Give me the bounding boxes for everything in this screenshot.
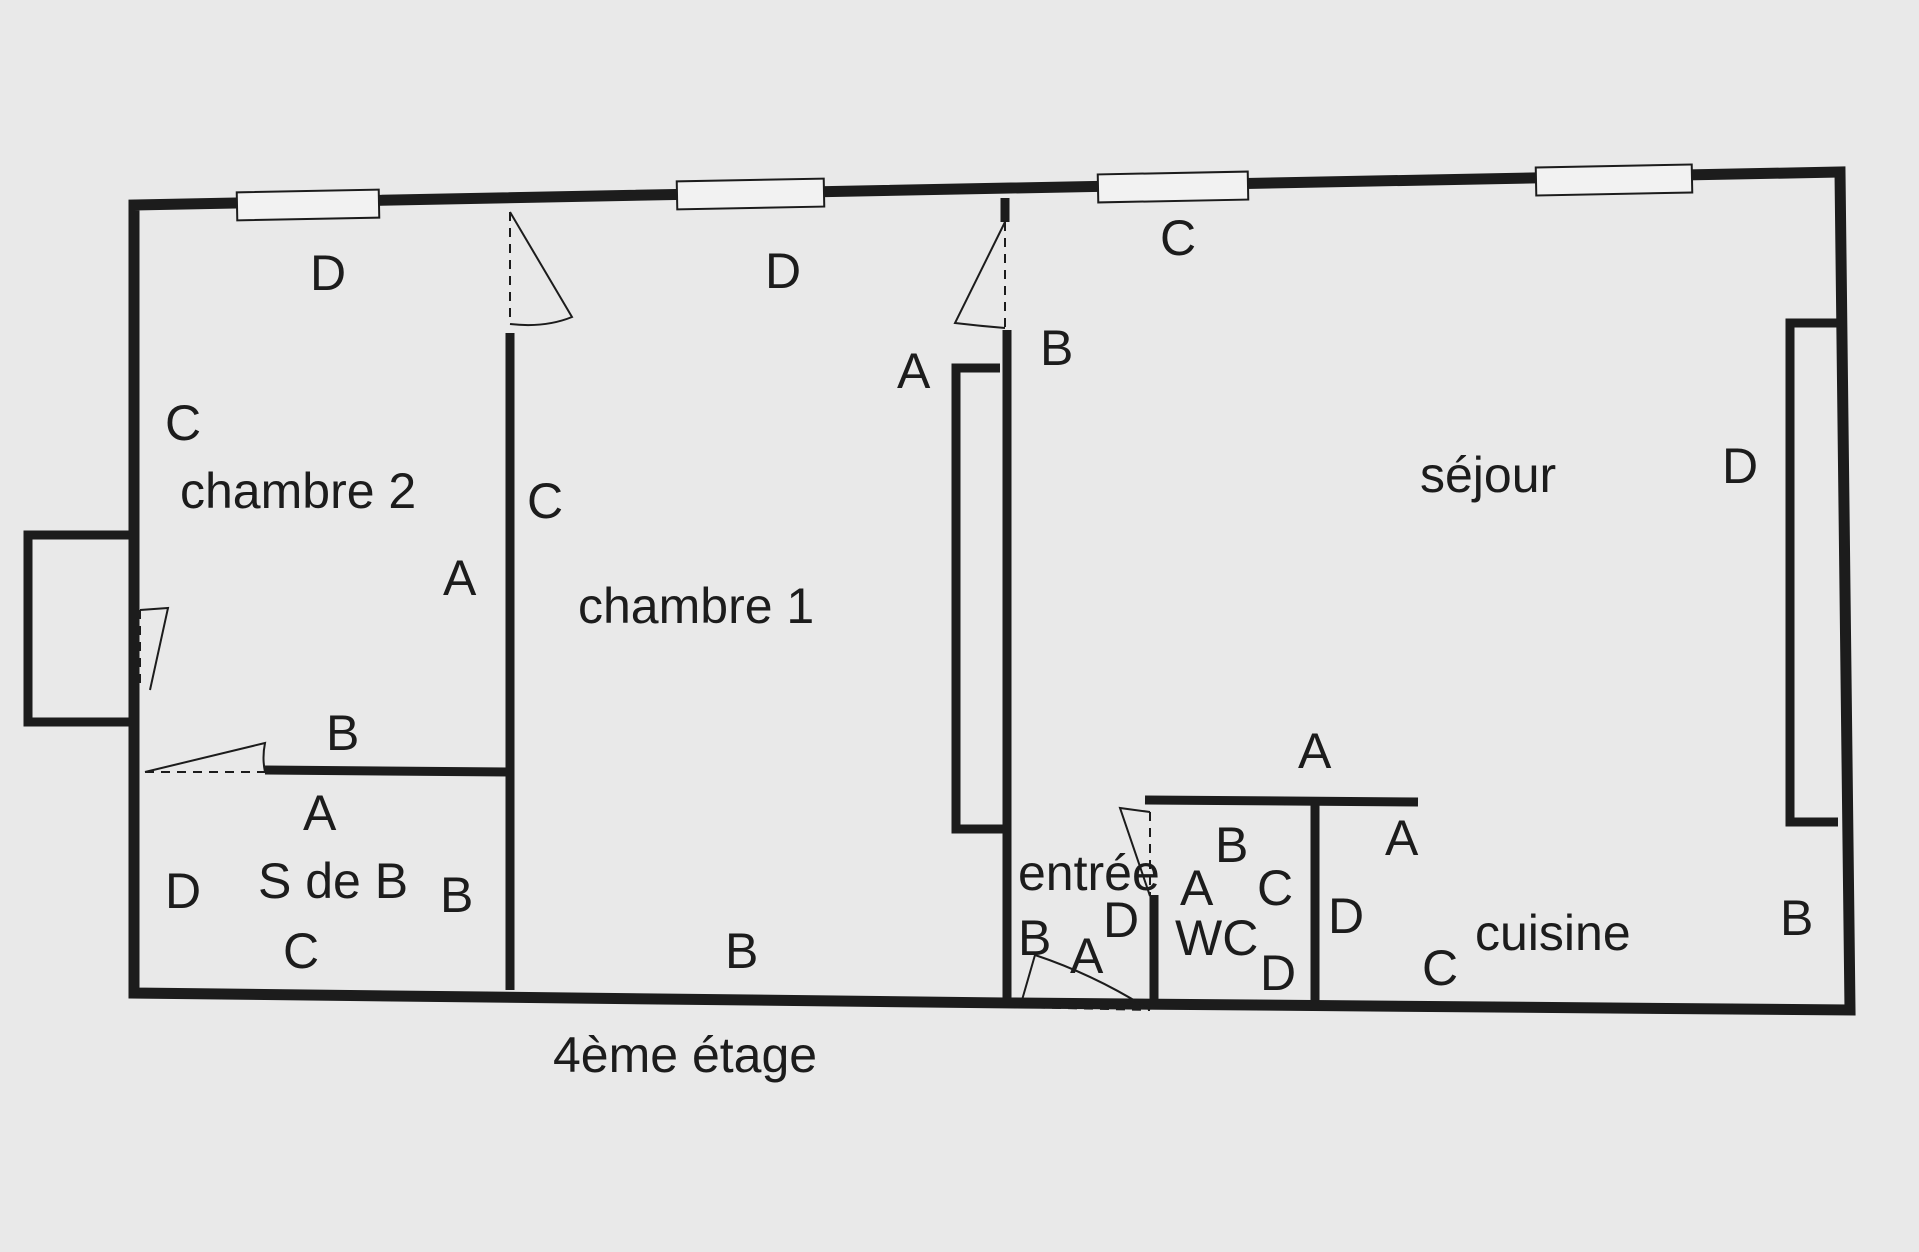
floor-caption: 4ème étage [553,1027,817,1083]
door-entree-dash [1019,1006,1151,1011]
wall-label: D [165,863,201,919]
wall-label: A [1298,723,1332,779]
closet-wall [951,363,1003,834]
wall-label: A [897,343,931,399]
window-2 [675,177,826,211]
room-chambre-2: chambre 2 [180,463,416,519]
room-sejour: séjour [1420,447,1556,503]
wall-sdb-top [264,765,511,777]
wall-label: B [1018,910,1051,966]
wall-label: D [1328,888,1364,944]
door-entree-swing [1019,953,1151,1011]
wall-label: A [1385,810,1419,866]
wall-label: A [1070,928,1104,984]
room-sdb: S de B [258,853,408,909]
room-chambre-1: chambre 1 [578,578,814,634]
wall-wc-top [1144,795,1419,807]
wall-label: A [443,550,477,606]
wall-label: A [1180,860,1214,916]
wall-label: B [1215,817,1248,873]
right-closet-wall [1785,318,1838,827]
door-sdb-swing [144,741,267,773]
wall-label: D [765,243,801,299]
window-3 [1096,170,1250,204]
door-ch1-swing [953,221,1006,329]
wall-label: B [725,923,758,979]
wall-label: B [326,705,359,761]
window-4 [1534,163,1694,197]
exterior-wall-outline [128,166,1856,1016]
left-closet-wall [23,530,134,727]
wall-label: B [1040,320,1073,376]
wall-label: C [1422,940,1458,996]
wall-label: D [310,245,346,301]
wall-label: D [1260,945,1296,1001]
wall-label: D [1103,892,1139,948]
wall-label: C [527,473,563,529]
room-entree: entrée [1018,845,1160,901]
wall-label: D [1722,438,1758,494]
wall-label: B [1780,890,1813,946]
window-1 [235,188,381,222]
door-wc-swing [1118,806,1151,897]
wall-label: C [283,923,319,979]
wall-label: A [303,785,337,841]
room-wc: WC [1175,910,1258,966]
wall-label: B [440,867,473,923]
wall-label: C [1160,210,1196,266]
wall-label: C [1257,860,1293,916]
room-cuisine: cuisine [1475,905,1631,961]
wall-label: C [165,395,201,451]
door-ch2-swing [509,211,574,327]
door-closet-swing [139,606,170,691]
